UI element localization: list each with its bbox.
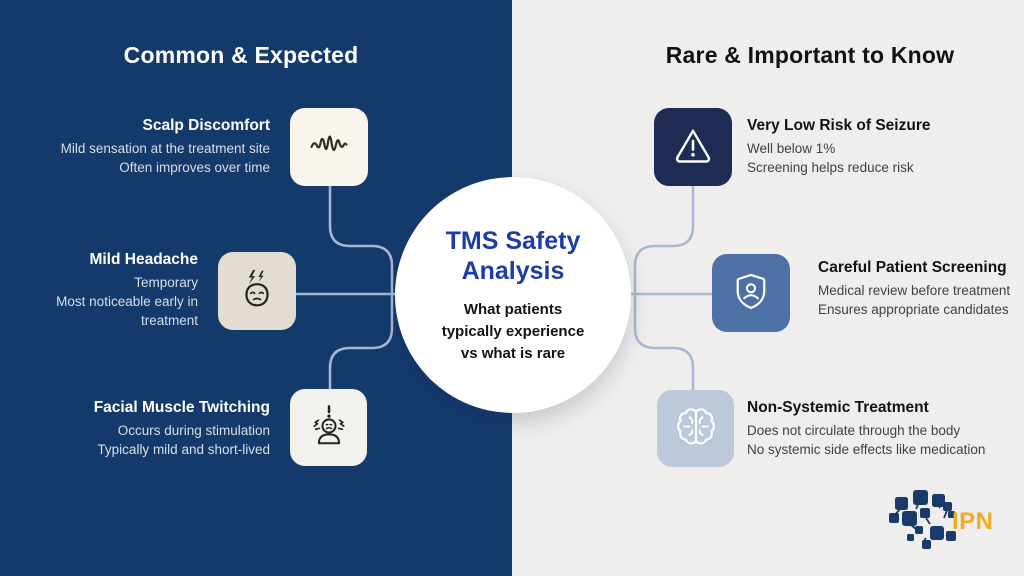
infographic-title: TMS Safety Analysis [446,226,581,286]
seizure-risk-icon-box [654,108,732,186]
item-line: Often improves over time [119,160,270,175]
facial-twitching-text: Facial Muscle Twitching Occurs during st… [30,399,270,459]
ipn-logo-pixels [889,490,956,549]
brainwave-icon [307,123,351,172]
item-title: Non-Systemic Treatment [747,399,929,416]
headache-icon [234,266,280,317]
title-line: Analysis [461,256,565,285]
subtitle-line: What patients [463,300,563,318]
item-line: Well below 1% [747,141,836,156]
seizure-risk-text: Very Low Risk of Seizure Well below 1% S… [747,117,1017,177]
ipn-logo: IPN [886,488,1016,552]
warning-triangle-icon [671,123,715,172]
item-title: Scalp Discomfort [142,117,270,134]
item-line: treatment [140,313,198,328]
center-summary-circle: TMS Safety Analysis What patients typica… [395,177,631,413]
brain-icon [673,403,719,454]
infographic-subtitle: What patients typically experience vs wh… [442,299,585,365]
shield-user-icon [729,269,773,318]
item-line: Ensures appropriate candidates [818,302,1009,317]
item-line: Mild sensation at the treatment site [60,141,270,156]
item-line: Temporary [134,275,198,290]
item-title: Facial Muscle Twitching [93,399,270,416]
subtitle-line: vs what is rare [460,344,566,362]
item-line: Most noticeable early in [56,294,198,309]
non-systemic-text: Non-Systemic Treatment Does not circulat… [747,399,1024,459]
item-title: Very Low Risk of Seizure [747,117,931,134]
ipn-logo-text: IPN [952,508,994,535]
mild-headache-icon-box [218,252,296,330]
item-title: Careful Patient Screening [818,259,1007,276]
item-line: Does not circulate through the body [747,423,961,438]
facial-twitching-icon-box [290,389,367,466]
left-section-title: Common & Expected [123,42,359,68]
item-title: Mild Headache [89,251,198,268]
patient-screening-icon-box [712,254,790,332]
item-line: Screening helps reduce risk [747,160,914,175]
item-line: Occurs during stimulation [117,423,270,438]
item-line: No systemic side effects like medication [747,442,986,457]
right-section-title: Rare & Important to Know [665,42,955,68]
item-line: Medical review before treatment [818,283,1011,298]
patient-screening-text: Careful Patient Screening Medical review… [818,259,1024,319]
scalp-discomfort-icon-box [290,108,368,186]
stressed-person-icon [306,402,352,453]
scalp-discomfort-text: Scalp Discomfort Mild sensation at the t… [30,117,270,177]
mild-headache-text: Mild Headache Temporary Most noticeable … [20,251,198,330]
title-line: TMS Safety [445,226,581,255]
subtitle-line: typically experience [441,322,585,340]
non-systemic-icon-box [657,390,734,467]
item-line: Typically mild and short-lived [97,442,270,457]
